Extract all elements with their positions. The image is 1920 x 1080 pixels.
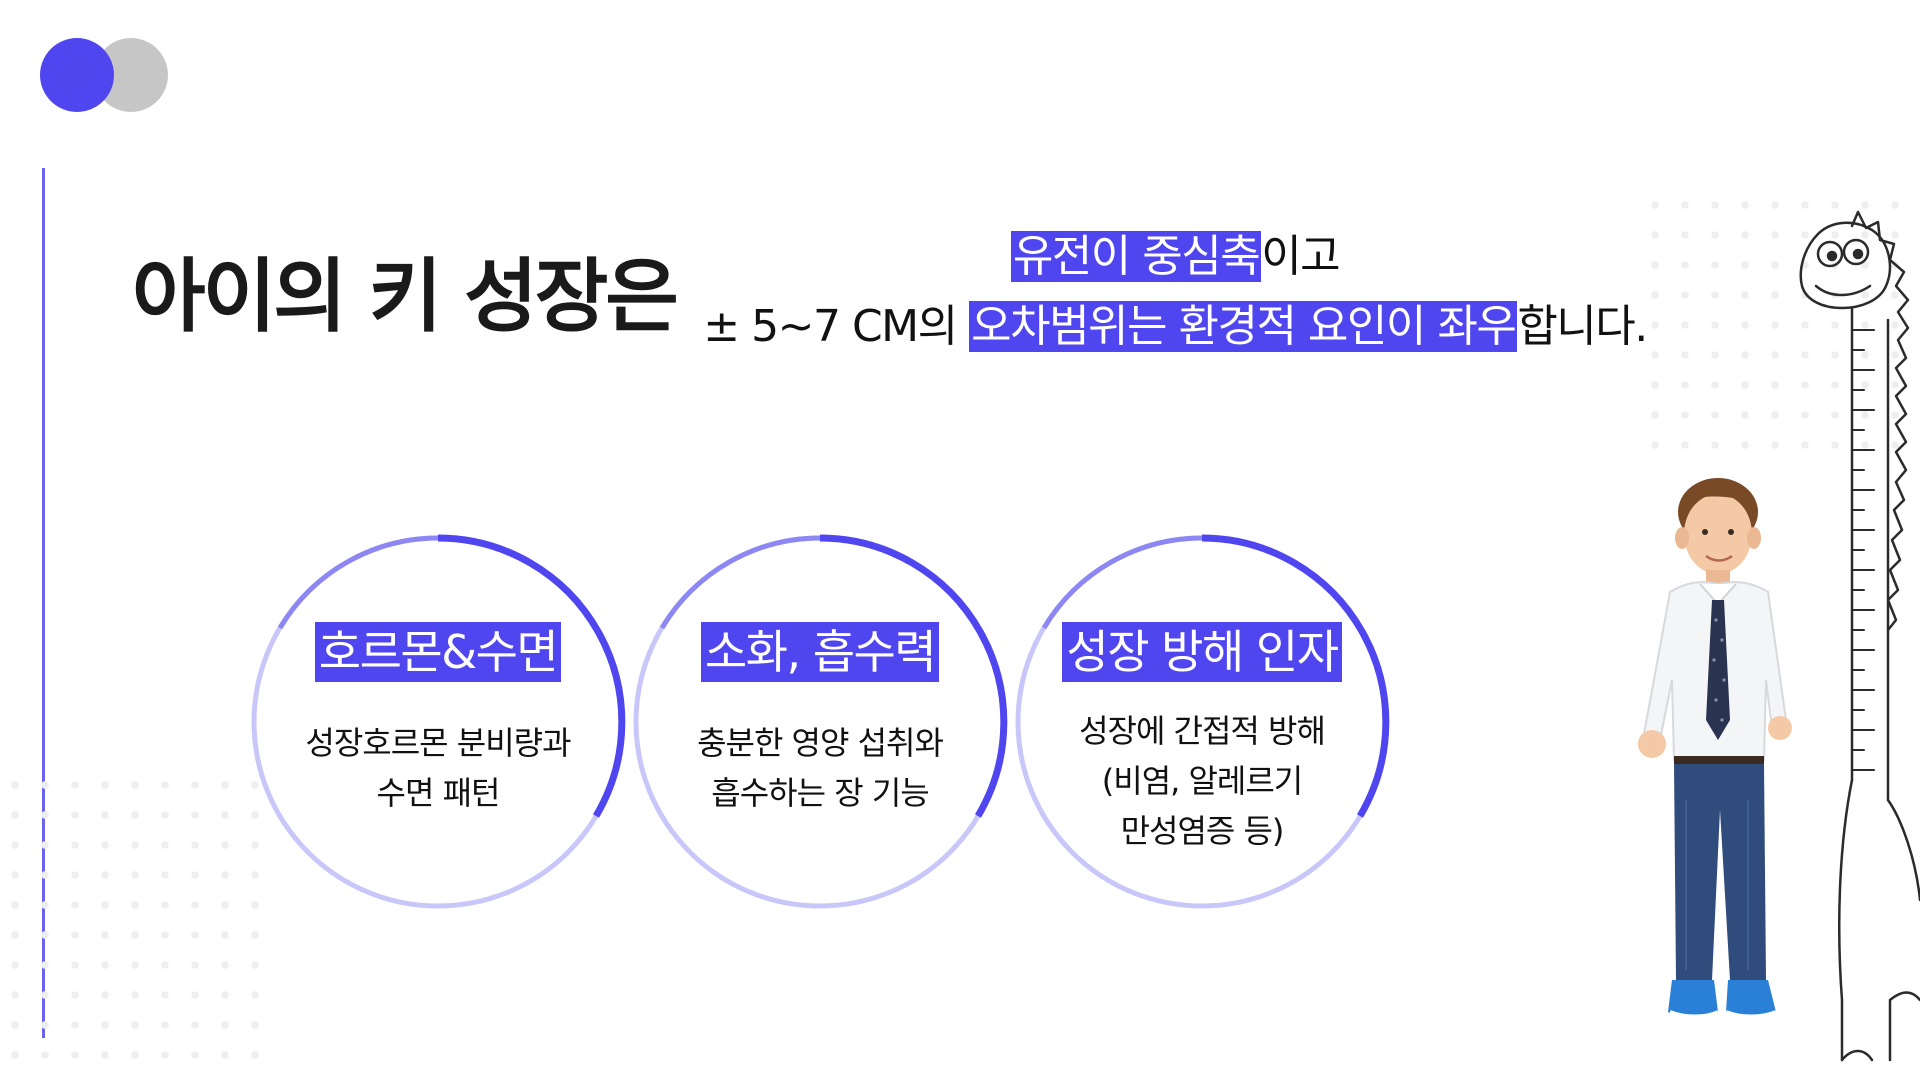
factor-desc-line: 성장호르몬 분비량과: [305, 724, 571, 762]
child-height-illustration: [1638, 210, 1920, 1062]
factor-desc-line: (비염, 알레르기: [1101, 762, 1303, 800]
factor-title: 성장 방해 인자: [1062, 622, 1342, 682]
logo-dot-blue: [40, 38, 114, 112]
factor-circle-digestion: 소화, 흡수력 충분한 영양 섭취와 흡수하는 장 기능: [632, 534, 1008, 910]
subtitle: 유전이 중심축이고 ± 5~7 CM의 오차범위는 환경적 요인이 좌우합니다.: [640, 222, 1710, 362]
factor-title: 소화, 흡수력: [700, 622, 940, 682]
factor-desc-line: 흡수하는 장 기능: [711, 774, 929, 812]
factor-desc-line: 만성염증 등): [1120, 812, 1285, 850]
circle-ring: [1015, 534, 1390, 909]
subtitle-line-1: 유전이 중심축이고: [640, 222, 1710, 292]
factor-description: 성장호르몬 분비량과 수면 패턴: [305, 718, 571, 818]
dinosaur-height-chart-icon: [1799, 210, 1920, 1062]
factor-description: 충분한 영양 섭취와 흡수하는 장 기능: [697, 718, 944, 818]
page-title: 아이의 키 성장은: [132, 250, 679, 343]
factor-circle-growth-inhibitors: 성장 방해 인자 성장에 간접적 방해 (비염, 알레르기 만성염증 등): [1014, 534, 1390, 910]
subtitle-suffix-2: 합니다.: [1517, 301, 1648, 352]
subtitle-highlight-1: 유전이 중심축: [1010, 231, 1262, 282]
factor-desc-line: 성장에 간접적 방해: [1079, 712, 1326, 750]
subtitle-prefix-2: ± 5~7 CM의: [703, 301, 970, 352]
left-accent-rule: [42, 168, 45, 1038]
dot-pattern-bottom-left: [0, 770, 260, 1080]
circle-ring: [633, 534, 1008, 909]
factor-desc-line: 수면 패턴: [376, 774, 501, 812]
factor-circle-hormone-sleep: 호르몬&수면 성장호르몬 분비량과 수면 패턴: [250, 534, 626, 910]
circle-ring: [251, 534, 626, 909]
child-photo: [1638, 478, 1792, 1019]
factor-description: 성장에 간접적 방해 (비염, 알레르기 만성염증 등): [1079, 706, 1326, 856]
subtitle-text-1: 이고: [1261, 231, 1340, 282]
factor-title: 호르몬&수면: [314, 622, 562, 682]
subtitle-line-2: ± 5~7 CM의 오차범위는 환경적 요인이 좌우합니다.: [640, 292, 1710, 362]
factor-desc-line: 충분한 영양 섭취와: [697, 724, 944, 762]
subtitle-highlight-2: 오차범위는 환경적 요인이 좌우: [969, 301, 1518, 352]
dot-pattern-top-right: [1640, 190, 1920, 450]
